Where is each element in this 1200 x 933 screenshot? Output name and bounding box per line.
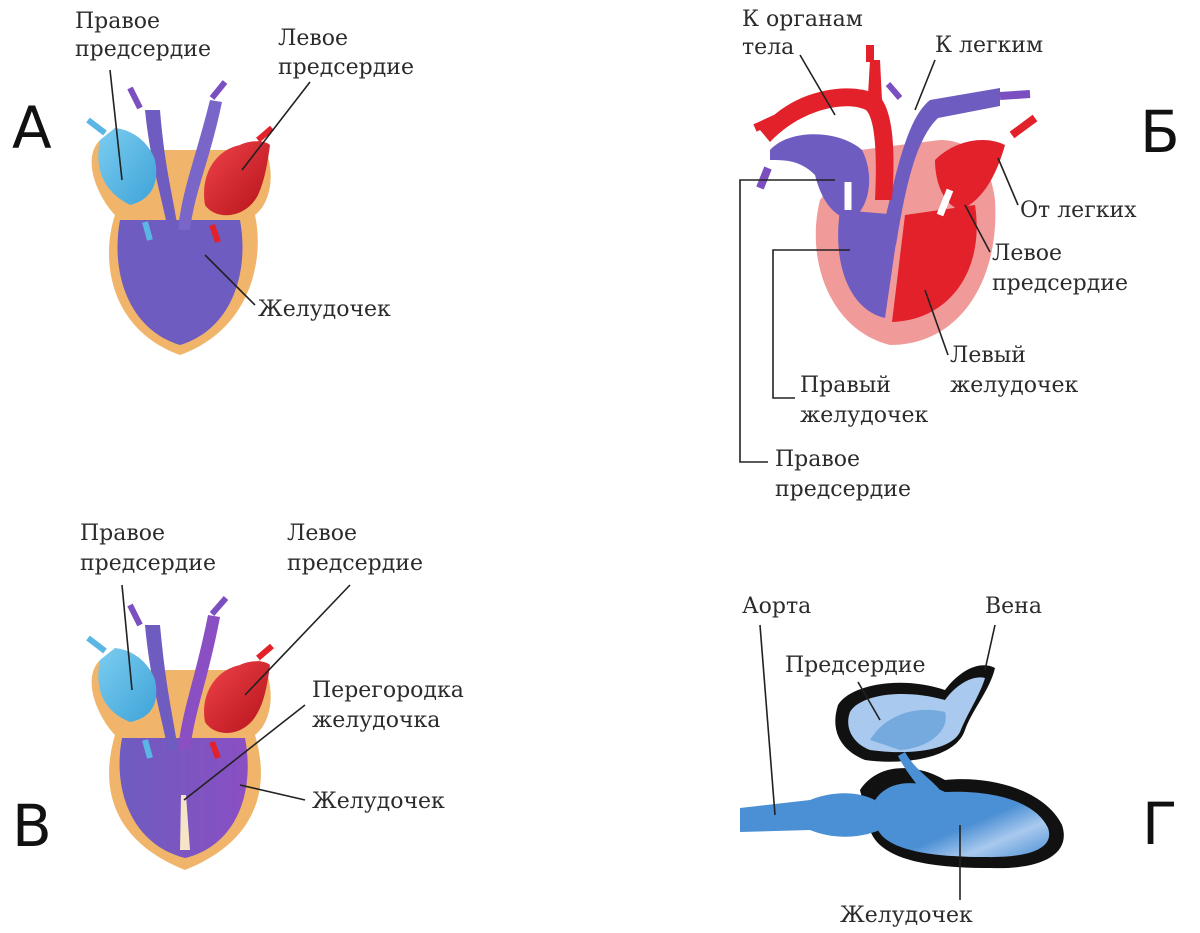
label-right-ventricle-b-l1: Правый (800, 373, 891, 398)
label-left-atrium-b-l2: предсердие (992, 271, 1128, 296)
label-to-body-b-l1: К органам (742, 7, 863, 32)
label-septum-c-l2: желудочка (312, 708, 440, 733)
label-left-atrium-c-l1: Левое (287, 521, 357, 546)
label-right-atrium-b-l1: Правое (775, 447, 860, 472)
label-right-atrium-b: Правое предсердие (775, 447, 911, 502)
label-right-ventricle-b: Правый желудочек (800, 373, 929, 428)
arrow-in-red-c (258, 646, 272, 658)
label-aorta-d: Аорта (742, 594, 811, 619)
label-left-ventricle-b-l1: Левый (950, 343, 1026, 368)
label-ventricle-a: Желудочек (258, 297, 391, 322)
label-right-atrium-a-l2: предсердие (75, 37, 211, 62)
label-right-atrium-a-l1: Правое (75, 9, 160, 34)
label-to-lungs-b: К легким (935, 33, 1043, 58)
label-right-atrium-c-l2: предсердие (80, 551, 216, 576)
panel-letter-d: Г (1142, 790, 1177, 858)
label-left-atrium-a-l2: предсердие (278, 55, 414, 80)
label-left-ventricle-b-l2: желудочек (950, 373, 1079, 398)
arrow-up-purple-1-c (130, 605, 140, 625)
arrow-up-purple-1-a (130, 88, 140, 108)
leader-left-atrium-a (242, 82, 310, 170)
arrow-in-blue-a (88, 120, 105, 133)
arrow-up-purple-2-a (212, 82, 225, 98)
panel-a: А Правое предсердие Левое предсердие Жел… (12, 9, 414, 355)
panel-letter-b: Б (1140, 98, 1180, 166)
panel-letter-c: В (12, 792, 52, 860)
label-to-body-b-l2: тела (742, 35, 794, 60)
label-septum-c-l1: Перегородка (312, 678, 464, 703)
label-right-atrium-b-l2: предсердие (775, 477, 911, 502)
arrow-purple-small-b (888, 84, 900, 98)
leader-aorta-d (760, 625, 775, 815)
arrow-purple-to-lungs-b (1000, 94, 1030, 96)
label-left-atrium-a-l1: Левое (278, 26, 348, 51)
leader-vein-d (985, 625, 995, 670)
label-left-ventricle-b: Левый желудочек (950, 343, 1079, 398)
aorta-d (740, 793, 880, 837)
panel-b: Б К органам тела К легким От легких (740, 7, 1180, 502)
label-ventricle-c: Желудочек (312, 789, 445, 814)
label-right-atrium-c: Правое предсердие (80, 521, 216, 576)
panel-d: Г Аорта Вена Предсердие Желудочек (740, 594, 1177, 928)
arrow-red-from-lungs-b (1012, 118, 1035, 135)
aorta-branch-b (868, 60, 882, 100)
arrow-in-blue-c (88, 638, 105, 651)
arrow-up-purple-2-c (212, 598, 226, 614)
panel-c: В Правое предсердие Левое предсердие Пер… (12, 521, 471, 870)
label-ventricle-d: Желудочек (840, 903, 973, 928)
label-from-lungs-b: От легких (1020, 198, 1137, 223)
label-left-atrium-a: Левое предсердие (278, 26, 414, 80)
label-left-atrium-c: Левое предсердие (287, 521, 423, 576)
label-to-body-b: К органам тела (742, 7, 870, 60)
label-left-atrium-b-l1: Левое (992, 241, 1062, 266)
label-right-atrium-c-l1: Правое (80, 521, 165, 546)
label-left-atrium-c-l2: предсердие (287, 551, 423, 576)
label-right-ventricle-b-l2: желудочек (800, 403, 929, 428)
leader-from-lungs-b (998, 158, 1018, 205)
label-septum-c: Перегородка желудочка (312, 678, 471, 733)
label-atrium-d: Предсердие (785, 653, 926, 678)
label-right-atrium-a: Правое предсердие (75, 9, 211, 62)
label-vein-d: Вена (985, 594, 1042, 619)
label-left-atrium-b: Левое предсердие (992, 241, 1128, 296)
arrow-purple-in-b (760, 168, 768, 188)
panel-letter-a: А (12, 94, 52, 162)
